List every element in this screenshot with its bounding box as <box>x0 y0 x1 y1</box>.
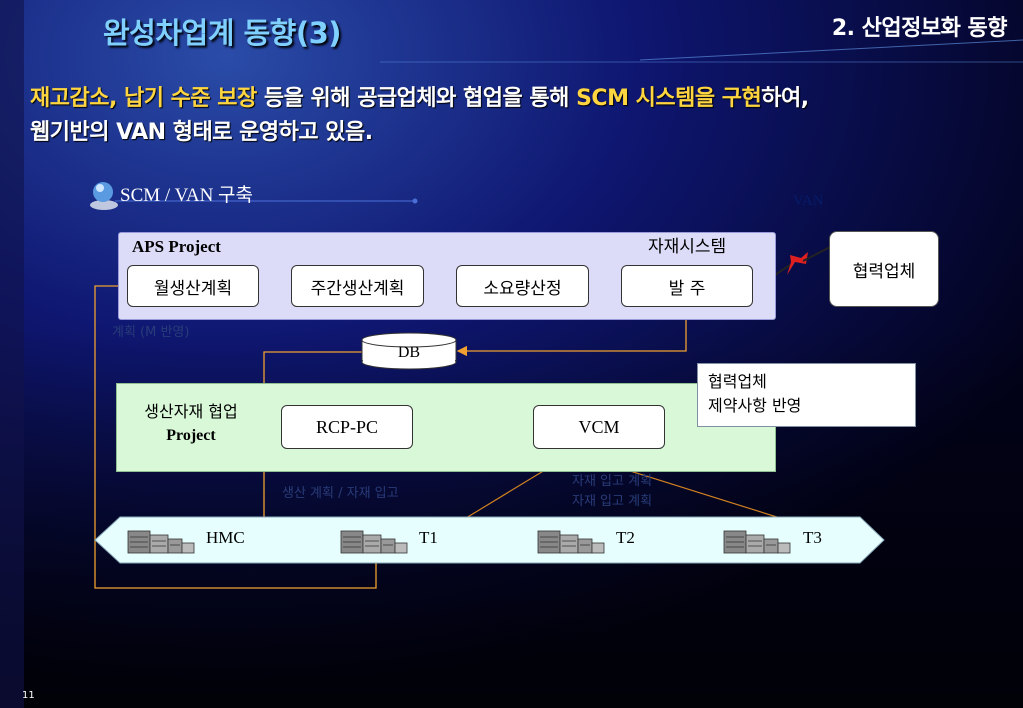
collab-label-line1: 생산자재 협업 <box>144 402 238 421</box>
page-title: 완성차업계 동향(3) <box>103 16 342 50</box>
lead-text-tail: 하여, <box>761 86 809 111</box>
step-monthly-plan: 월생산계획 <box>127 265 259 307</box>
step-requirement-calc: 소요량산정 <box>456 265 589 307</box>
van-label: VAN <box>793 193 824 209</box>
lead-text-line2: 웹기반의 VAN 형태로 운영하고 있음. <box>30 120 373 145</box>
plant-label-t3: T3 <box>803 528 822 547</box>
plant-label-t1: T1 <box>419 528 438 547</box>
collab-label-line2: Project <box>166 427 216 444</box>
partner-constraint-callout: 협력업체 제약사항 반영 <box>697 363 916 427</box>
plant-label-t2: T2 <box>616 528 635 547</box>
factory-icon <box>537 530 605 554</box>
section-label: 2. 산업정보화 동향 <box>831 16 1008 41</box>
left-faint-note: 생산 계획 / 자재 입고 <box>282 486 399 501</box>
step-purchase-order: 발 주 <box>621 265 753 307</box>
globe-bullet-icon <box>90 182 118 210</box>
db-label: DB <box>397 344 421 361</box>
lead-highlight-2: SCM 시스템을 구현 <box>576 86 762 111</box>
rcp-pc-node: RCP-PC <box>281 405 413 449</box>
factory-icon <box>723 530 791 554</box>
plant-label-hmc: HMC <box>206 528 245 547</box>
plan-reflect-note: 계획 (M 반영) <box>112 325 190 340</box>
collab-project-label: 생산자재 협업 Project <box>128 400 254 447</box>
plant-band-arrow <box>94 516 885 564</box>
callout-line1: 협력업체 <box>708 372 767 391</box>
material-system-label: 자재시스템 <box>648 237 727 257</box>
step-weekly-plan: 주간생산계획 <box>291 265 424 307</box>
factory-icon <box>127 530 195 554</box>
aps-project-label: APS Project <box>132 237 221 256</box>
mid-faint-note-1: 자재 입고 계획 <box>572 474 653 489</box>
vcm-node: VCM <box>533 405 665 449</box>
subhead: SCM / VAN 구축 <box>120 185 253 206</box>
lead-highlight-1: 재고감소, 납기 수준 보장 <box>30 86 257 111</box>
db-cylinder-icon <box>361 332 457 370</box>
partner-box: 협력업체 <box>829 231 939 307</box>
lead-text: 재고감소, 납기 수준 보장 등을 위해 공급업체와 협업을 통해 SCM 시스… <box>30 82 1015 150</box>
callout-line2: 제약사항 반영 <box>708 396 802 415</box>
collab-project-box <box>116 383 776 472</box>
page-number: 11 <box>22 690 35 701</box>
mid-faint-note-2: 자재 입고 계획 <box>572 494 653 509</box>
lead-text-mid: 등을 위해 공급업체와 협업을 통해 <box>256 86 577 111</box>
factory-icon <box>340 530 408 554</box>
